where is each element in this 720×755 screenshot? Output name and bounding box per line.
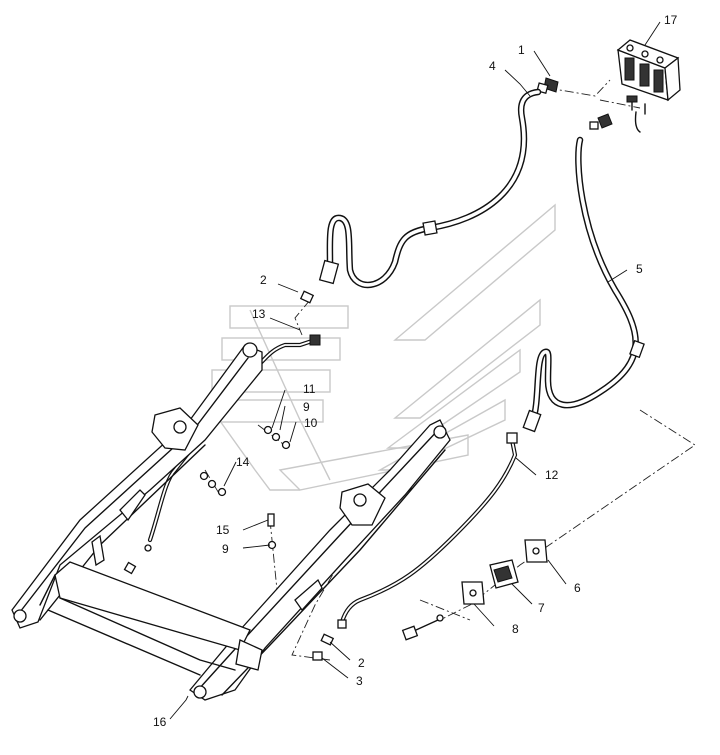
fitting-part-2-3-lower <box>312 619 347 661</box>
callout-2-upper: 2 <box>260 273 267 287</box>
callout-labels: 1 2 2 3 4 5 6 7 8 9 9 10 11 12 13 14 15 … <box>153 13 678 729</box>
callout-6: 6 <box>574 581 581 595</box>
callout-4: 4 <box>489 59 496 73</box>
hardware-part-15-9 <box>123 513 277 575</box>
clamp-block-part-7 <box>489 559 519 589</box>
hardware-part-14 <box>199 471 227 497</box>
callout-9-upper: 9 <box>303 400 310 414</box>
callout-5: 5 <box>636 262 643 276</box>
watermark-logo <box>204 203 556 491</box>
callout-7: 7 <box>538 601 545 615</box>
callout-11: 11 <box>303 382 316 396</box>
clamp-bolt <box>401 614 444 641</box>
callout-2-lower: 2 <box>358 656 365 670</box>
loader-frame <box>11 342 451 701</box>
fitting-part-2-upper <box>299 290 321 346</box>
callout-10: 10 <box>304 416 318 430</box>
callout-1: 1 <box>518 43 525 57</box>
callout-leaders <box>169 21 661 720</box>
clamp-plate-part-6 <box>524 539 548 563</box>
control-valve <box>616 39 681 133</box>
fitting-near-valve <box>589 113 613 130</box>
callout-15: 15 <box>216 523 230 537</box>
callout-3: 3 <box>356 674 363 688</box>
hardware-part-9-10-11 <box>263 425 291 450</box>
callout-9-lower: 9 <box>222 542 229 556</box>
fitting-part-1 <box>536 77 559 94</box>
callout-8: 8 <box>512 622 519 636</box>
callout-13: 13 <box>252 307 266 321</box>
callout-16: 16 <box>153 715 167 729</box>
callout-17: 17 <box>664 13 678 27</box>
hose-part-5 <box>522 136 645 433</box>
hose-part-4 <box>318 88 542 289</box>
clamp-plate-part-8 <box>461 581 485 605</box>
tube-part-12 <box>339 432 518 625</box>
callout-14: 14 <box>236 455 250 469</box>
callout-12: 12 <box>545 468 559 482</box>
